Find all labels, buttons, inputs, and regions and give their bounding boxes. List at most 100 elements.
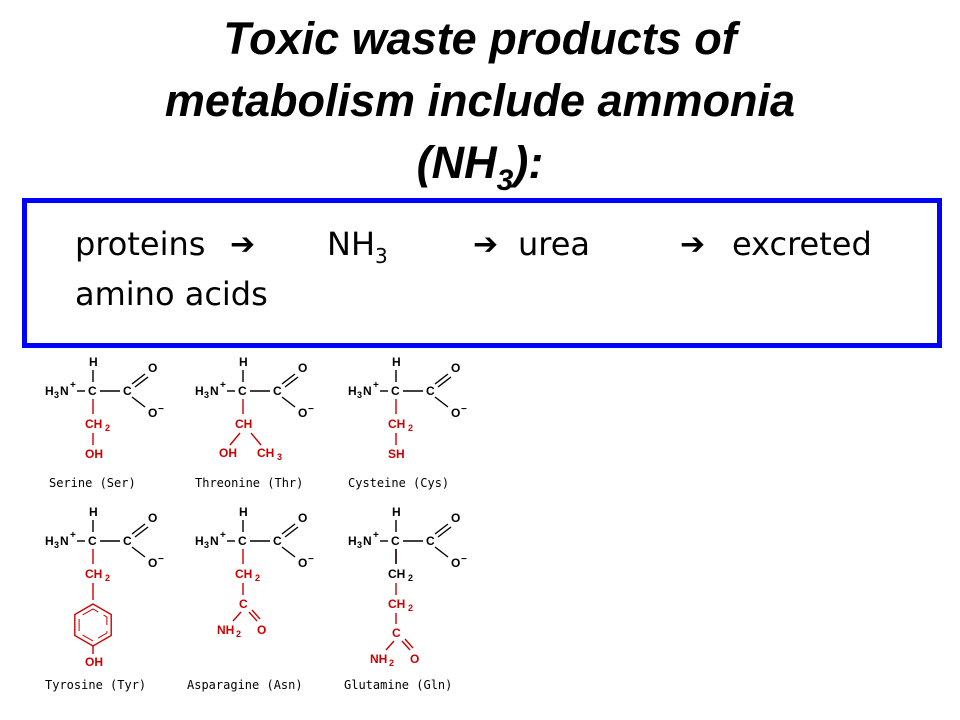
title-nh-subscript: 3	[496, 164, 514, 197]
atom-o: O	[451, 511, 460, 525]
atom-n: N	[363, 384, 372, 398]
atom-o: O	[298, 556, 307, 570]
atom-ch2: CH	[388, 597, 405, 611]
charge-minus: −	[158, 404, 164, 415]
bond	[232, 611, 242, 622]
atom-h3n: H	[348, 384, 357, 398]
atom-oh: OH	[219, 446, 237, 460]
atom-h: H	[239, 355, 248, 369]
atom-n: N	[60, 384, 69, 398]
charge-plus: +	[373, 530, 379, 541]
atom-o: O	[148, 556, 157, 570]
charge-plus: +	[373, 380, 379, 391]
charge-minus: −	[308, 404, 314, 415]
bond	[434, 523, 449, 535]
atom-o: O	[148, 406, 157, 420]
atom-subscript: 2	[105, 573, 110, 583]
bond	[437, 526, 452, 538]
atom-c: C	[426, 534, 435, 548]
bond	[404, 638, 414, 649]
atom-c: C	[123, 534, 132, 548]
atom-c: C	[238, 384, 247, 398]
molecule-name: Glutamine (Gln)	[344, 678, 452, 692]
pathway-nh: NH	[327, 225, 375, 263]
atom-c: C	[391, 534, 400, 548]
atom-h: H	[89, 505, 98, 519]
title-line-3: (NH3):	[40, 132, 920, 200]
atom-oh: OH	[85, 447, 103, 461]
atom-o: O	[451, 361, 460, 375]
bond	[281, 373, 296, 385]
bond	[134, 526, 149, 538]
atom-subscript: 3	[54, 390, 59, 400]
molecule-name: Tyrosine (Tyr)	[45, 678, 146, 692]
atom-ch: CH	[235, 417, 252, 431]
bond	[248, 611, 258, 622]
atom-subscript: 2	[255, 573, 260, 583]
atom-ch2: CH	[235, 567, 252, 581]
atom-ch2: CH	[388, 417, 405, 431]
bond	[281, 396, 296, 408]
title-line-1: Toxic waste products of	[223, 13, 737, 64]
bond	[134, 376, 149, 388]
atom-c: C	[426, 384, 435, 398]
molecule-name: Cysteine (Cys)	[348, 476, 449, 490]
atom-c: C	[238, 534, 247, 548]
bond	[284, 376, 299, 388]
atom-c: C	[88, 534, 97, 548]
arrow-right-icon: ➔	[473, 227, 499, 262]
charge-minus: −	[461, 404, 467, 415]
atom-nh2: NH	[217, 623, 234, 637]
atom-c: C	[123, 384, 132, 398]
atom-c: C	[392, 626, 401, 640]
bond	[229, 432, 241, 446]
atom-c: C	[273, 534, 282, 548]
atom-sh: SH	[388, 447, 405, 461]
title-line-2: metabolism include ammonia	[164, 75, 796, 126]
bond	[281, 523, 296, 535]
atom-subscript: 2	[408, 573, 413, 583]
atom-o: O	[148, 511, 157, 525]
atom-ch2: CH	[85, 567, 102, 581]
title-nh: (NH	[416, 137, 497, 188]
atom-h: H	[89, 355, 98, 369]
atom-c: C	[239, 597, 248, 611]
atom-o: O	[451, 406, 460, 420]
atom-ch3: CH	[257, 446, 274, 460]
bond	[251, 609, 261, 620]
atom-h3n: H	[348, 534, 357, 548]
charge-plus: +	[220, 530, 226, 541]
atom-c: C	[391, 384, 400, 398]
bond	[401, 640, 411, 651]
atom-subscript: 3	[204, 390, 209, 400]
bond	[250, 432, 262, 446]
molecule-name: Threonine (Thr)	[195, 476, 303, 490]
pathway-nh3: NH3	[327, 225, 388, 268]
atom-subscript: 3	[204, 540, 209, 550]
atom-n: N	[363, 534, 372, 548]
atom-c: C	[88, 384, 97, 398]
atom-subscript: 2	[105, 423, 110, 433]
atom-c: C	[273, 384, 282, 398]
bond	[281, 546, 296, 558]
atom-h: H	[392, 505, 401, 519]
atom-n: N	[60, 534, 69, 548]
atom-subscript: 2	[389, 658, 394, 668]
bond	[385, 640, 395, 651]
atom-subscript: 3	[357, 540, 362, 550]
bond	[131, 523, 146, 535]
charge-plus: +	[70, 530, 76, 541]
charge-minus: −	[461, 554, 467, 565]
bond	[131, 546, 146, 558]
bond	[284, 526, 299, 538]
atom-h3n: H	[195, 534, 204, 548]
benzene-ring	[74, 603, 112, 647]
atom-oh: OH	[85, 655, 103, 669]
atom-o: O	[298, 511, 307, 525]
bond	[434, 546, 449, 558]
bond	[434, 373, 449, 385]
atom-o: O	[298, 361, 307, 375]
molecule-name: Asparagine (Asn)	[187, 678, 303, 692]
atom-o: O	[257, 623, 266, 637]
